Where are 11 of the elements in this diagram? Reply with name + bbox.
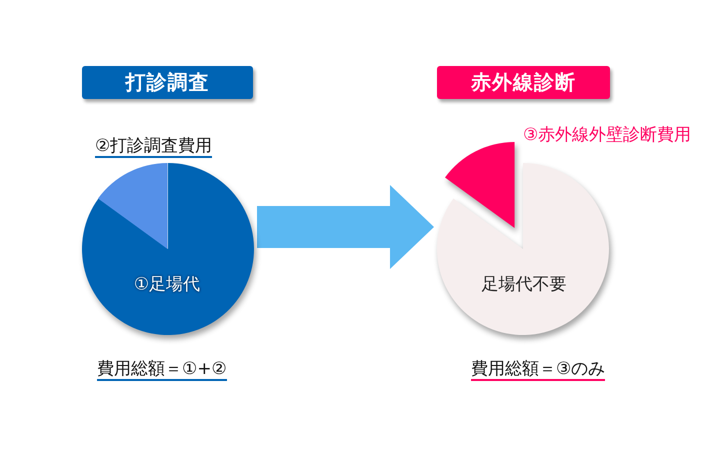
block-arrow — [257, 185, 434, 269]
slice-label: ①足場代 — [134, 274, 200, 296]
slice-caption: ②打診調査費用 — [95, 137, 212, 158]
total-cost-label: 費用総額＝①+② — [97, 360, 227, 381]
pie-slice — [82, 163, 254, 335]
pie-slice — [437, 163, 609, 335]
slice-caption: ③赤外線外壁診断費用 — [522, 126, 692, 145]
section-heading: 打診調査 — [82, 66, 253, 99]
total-cost-label: 費用総額＝③のみ — [471, 360, 606, 381]
slice-label: 足場代不要 — [482, 274, 566, 296]
section-heading: 赤外線診断 — [437, 66, 610, 99]
